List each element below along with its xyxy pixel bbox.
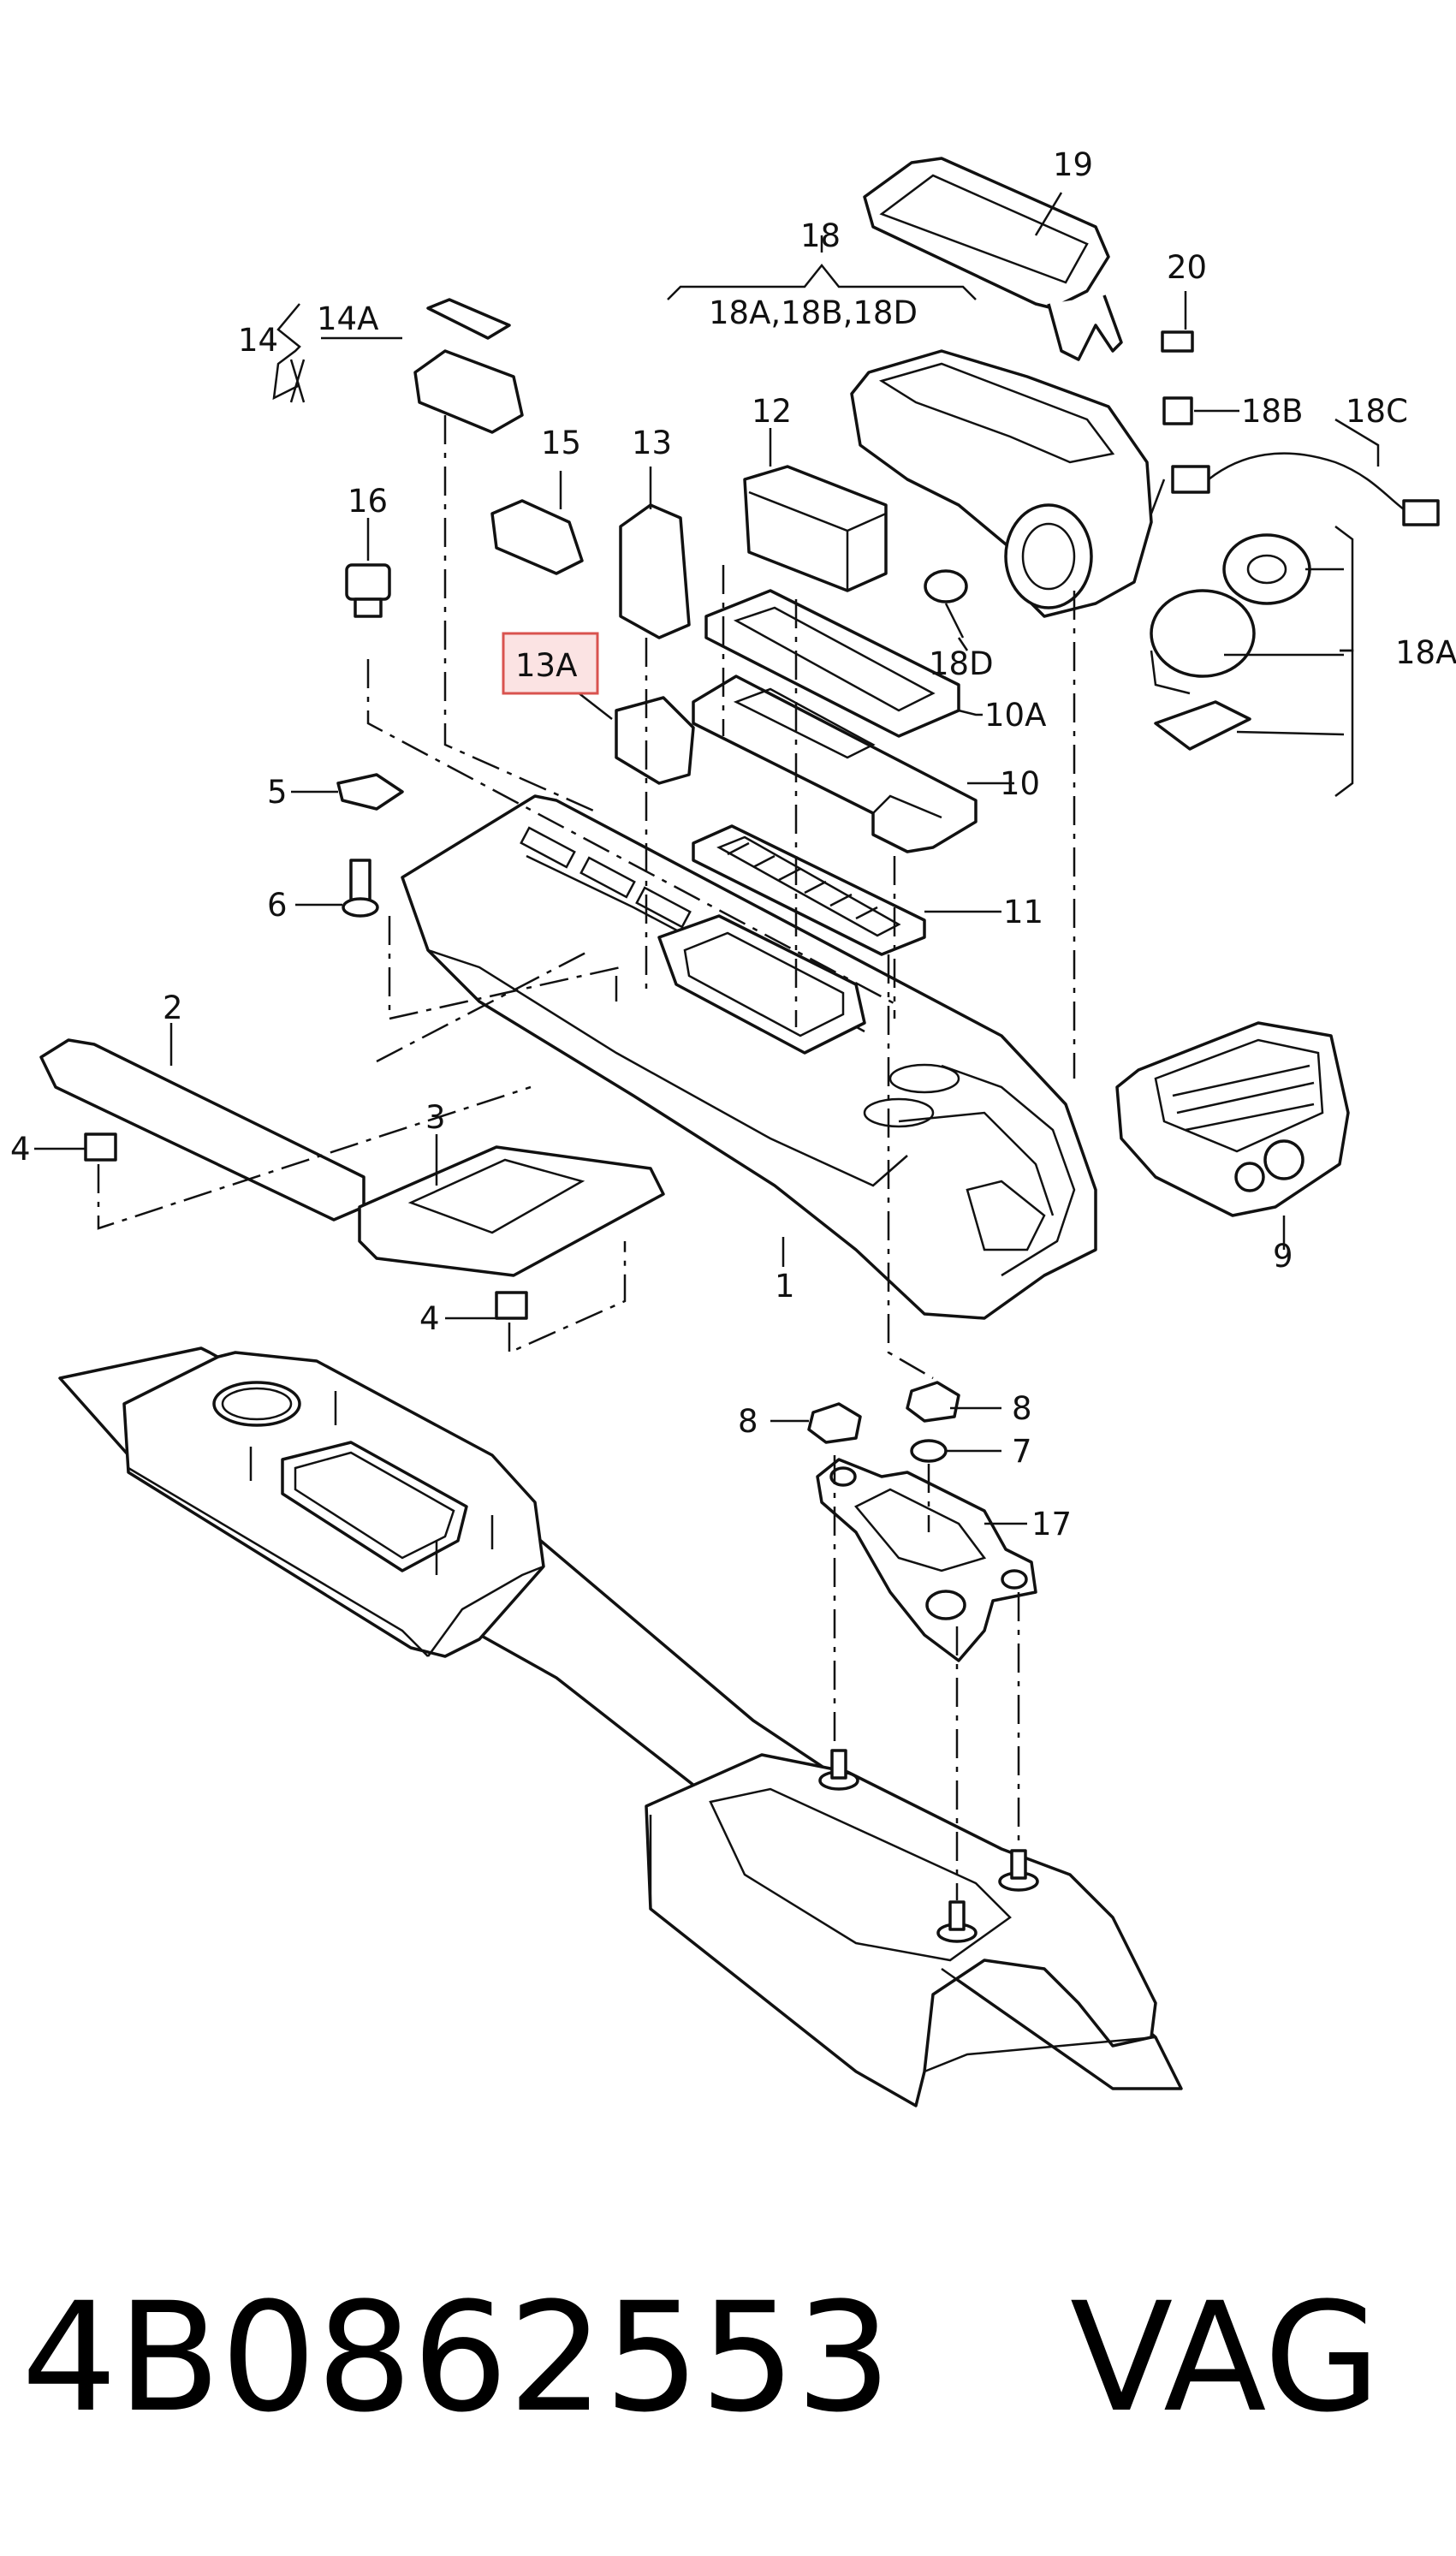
air-vent-9 xyxy=(1115,1021,1350,1217)
trim-2 xyxy=(39,1038,365,1222)
label-10: 10 xyxy=(1000,765,1040,802)
label-18-group: 18A,18B,18D xyxy=(709,294,918,331)
switch-14 xyxy=(413,349,524,434)
grille-11 xyxy=(692,824,926,956)
clip-20 xyxy=(1161,330,1194,353)
armrest-lid xyxy=(863,157,1123,361)
label-4a: 4 xyxy=(10,1131,31,1168)
callout-labels: 1 2 3 4 4 5 6 7 8 8 9 10 10A 11 12 13 13… xyxy=(10,146,1456,1543)
storage-box-12 xyxy=(743,465,888,592)
label-9: 9 xyxy=(1273,1238,1293,1275)
label-2: 2 xyxy=(163,990,183,1026)
label-18d: 18D xyxy=(929,645,994,682)
trim-plate-3 xyxy=(358,1145,665,1277)
cable-18c xyxy=(1171,452,1440,526)
stud-front-left xyxy=(818,1749,859,1791)
label-11: 11 xyxy=(1003,894,1043,930)
label-14a: 14A xyxy=(317,300,378,337)
highlight-box-13a xyxy=(502,632,599,695)
tray-10 xyxy=(692,675,978,853)
label-16: 16 xyxy=(348,483,388,520)
stud-rear-right xyxy=(998,1849,1039,1892)
stud-rear-left xyxy=(936,1900,978,1943)
label-8a: 8 xyxy=(738,1403,758,1440)
armrest-base xyxy=(850,349,1153,618)
part-13a xyxy=(615,696,695,785)
label-18c: 18C xyxy=(1346,393,1408,430)
nut-8b xyxy=(906,1381,960,1423)
nut-8a xyxy=(807,1402,862,1444)
cupholder-18a xyxy=(1150,533,1311,751)
label-1: 1 xyxy=(775,1268,795,1305)
label-6: 6 xyxy=(267,887,288,924)
label-17: 17 xyxy=(1031,1506,1072,1543)
label-14: 14 xyxy=(238,322,278,359)
label-18a: 18A xyxy=(1395,634,1456,671)
label-4b: 4 xyxy=(419,1300,440,1337)
bulb-16 xyxy=(345,563,391,618)
brand-name: VAG xyxy=(1070,2270,1381,2446)
leader-lines xyxy=(34,192,1380,1525)
floor-tunnel xyxy=(58,1346,1183,2107)
cover-14a xyxy=(426,298,511,340)
label-3: 3 xyxy=(425,1099,446,1136)
clip-4a xyxy=(84,1132,117,1162)
label-15: 15 xyxy=(541,425,581,461)
part-13 xyxy=(619,503,691,639)
assembly-lines xyxy=(97,415,1076,1900)
center-console xyxy=(401,794,1097,1320)
label-12: 12 xyxy=(752,393,792,430)
bolt-6 xyxy=(342,859,379,918)
label-10a: 10A xyxy=(984,697,1046,734)
washer-7 xyxy=(910,1439,948,1463)
label-20: 20 xyxy=(1167,249,1207,286)
grommet-18d xyxy=(924,569,968,603)
bracket-17 xyxy=(816,1458,1037,1662)
label-7: 7 xyxy=(1012,1433,1032,1470)
label-5: 5 xyxy=(267,774,288,811)
clip-4b xyxy=(495,1291,528,1320)
label-13: 13 xyxy=(632,425,672,461)
label-18b: 18B xyxy=(1241,393,1303,430)
clip-18b xyxy=(1162,396,1193,425)
label-13a: 13A xyxy=(515,647,577,684)
label-18: 18 xyxy=(800,217,841,254)
part-number: 4B0862553 xyxy=(21,2270,892,2446)
label-8b: 8 xyxy=(1012,1390,1032,1427)
switch-15 xyxy=(490,499,584,575)
label-19: 19 xyxy=(1053,146,1093,183)
bracket-5 xyxy=(336,773,404,811)
